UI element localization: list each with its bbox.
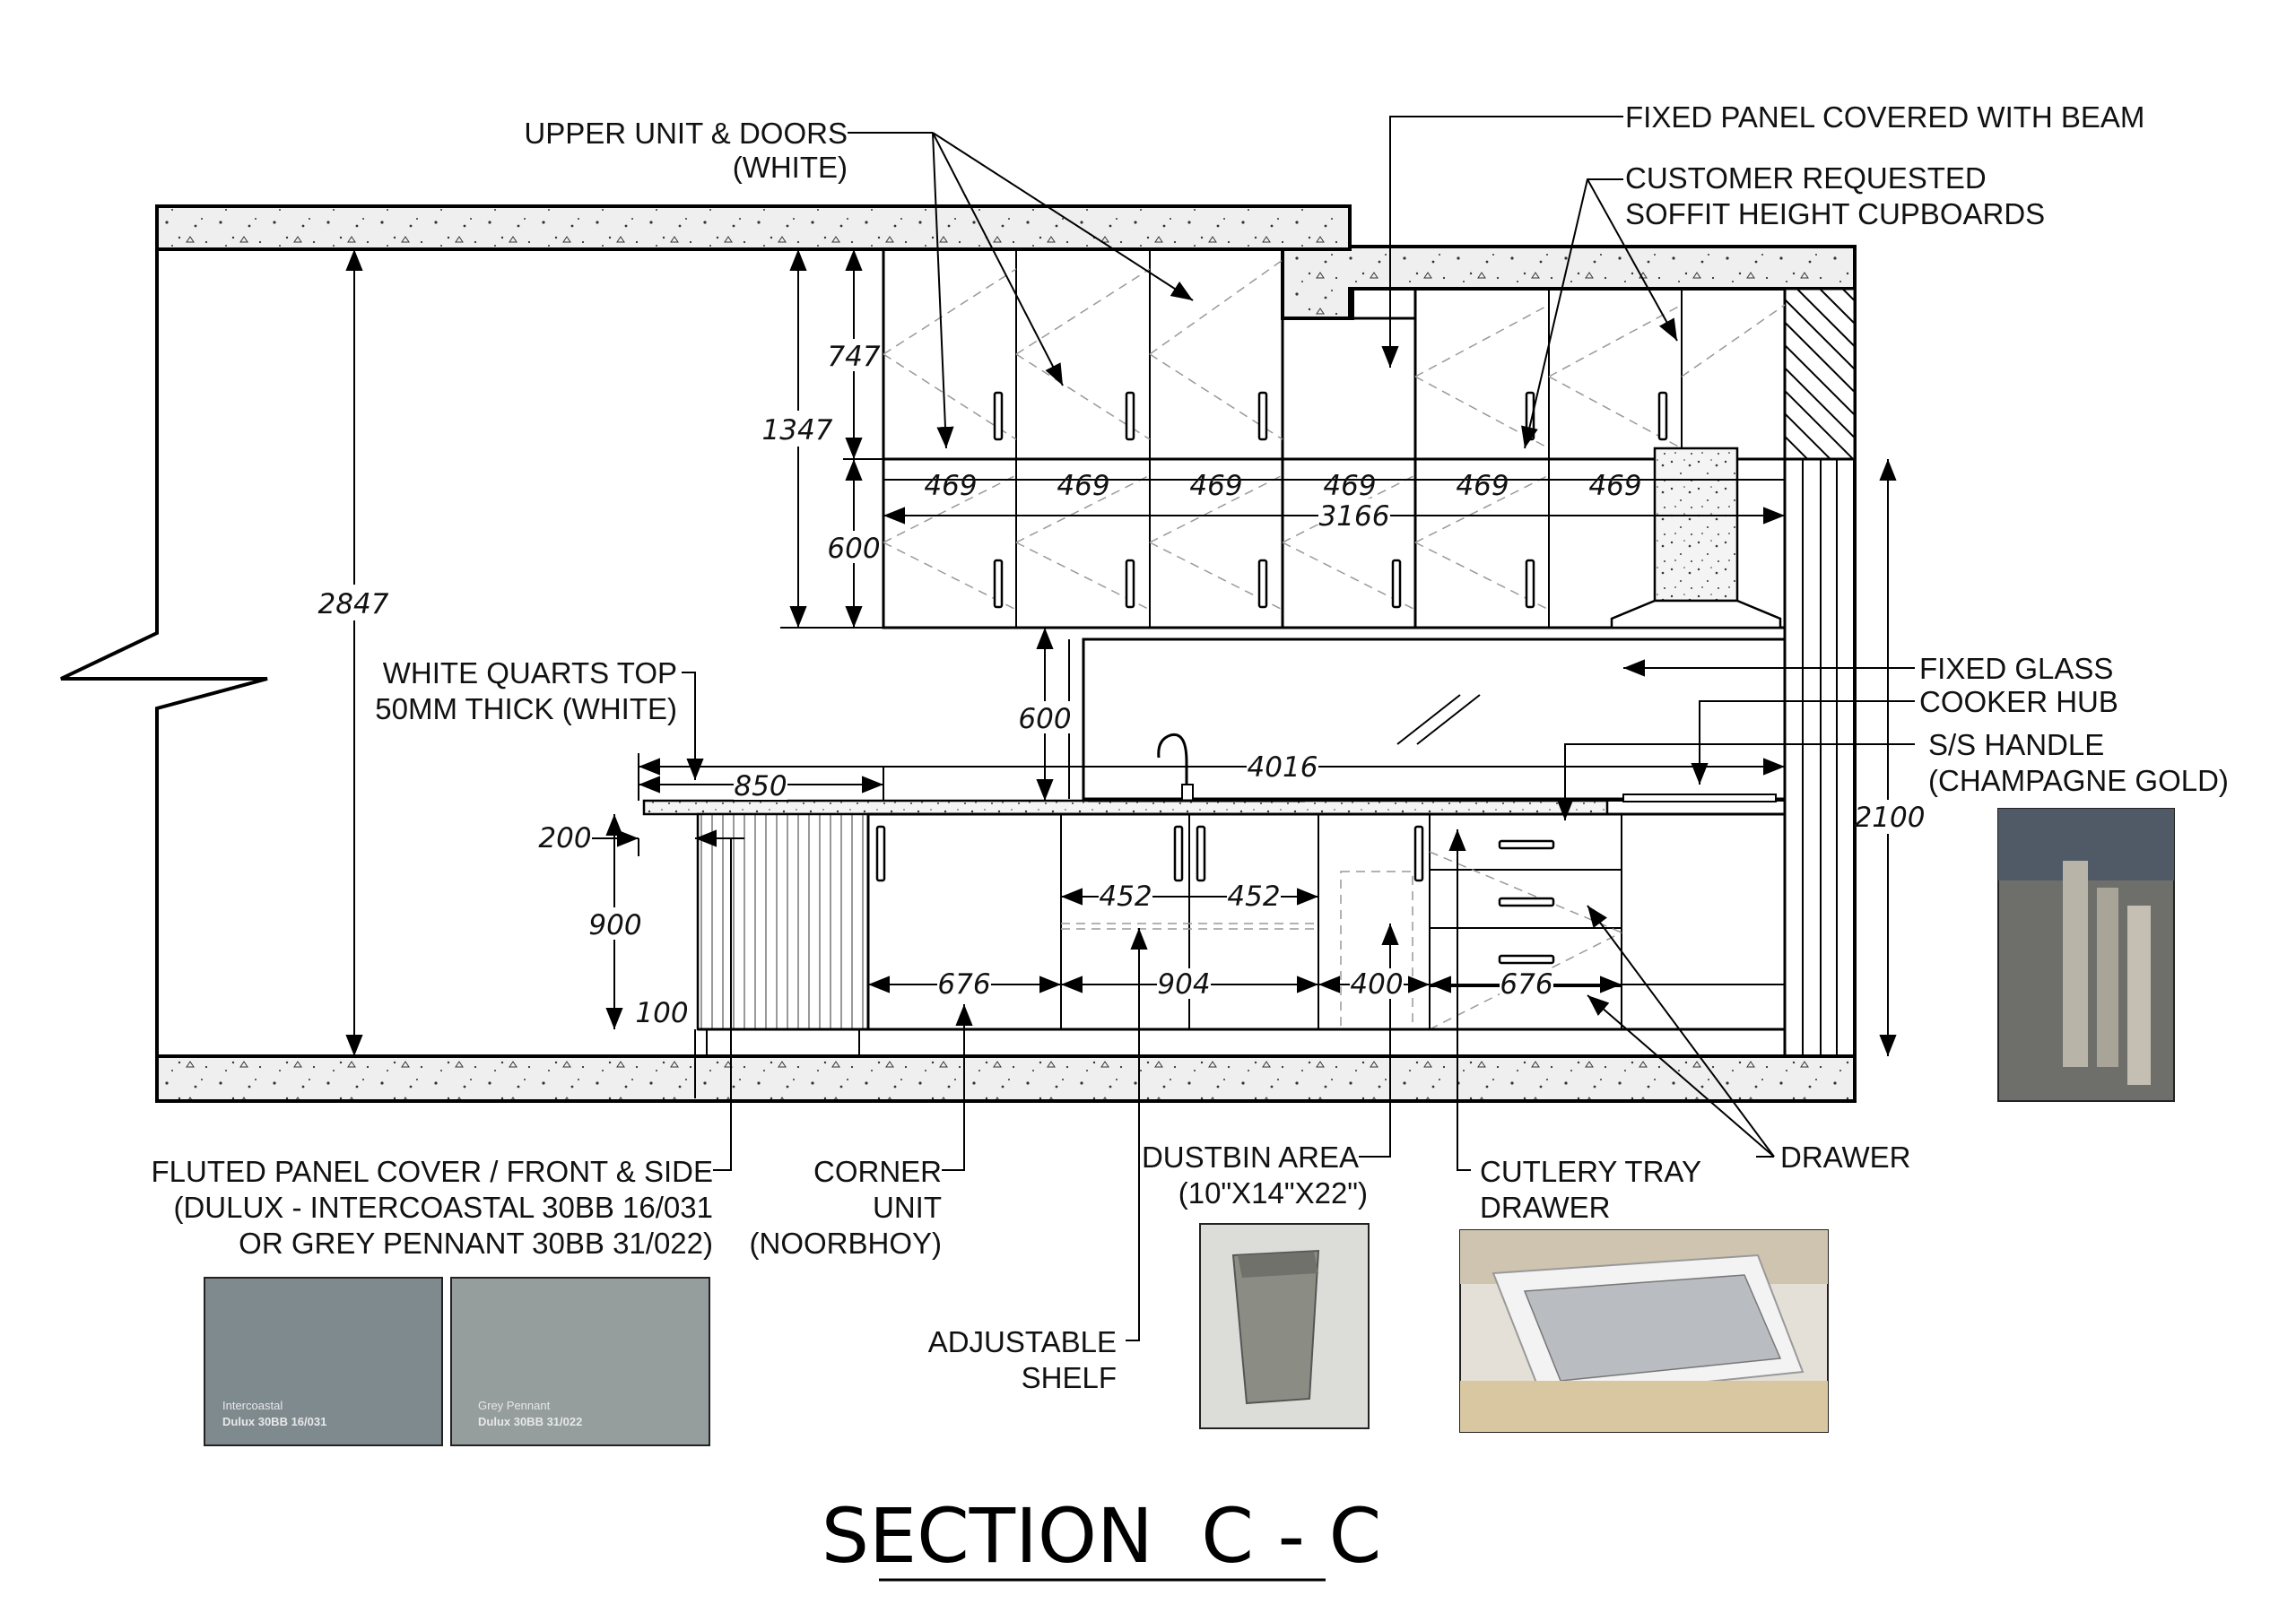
dimension-text: 2847 747 1347 600 469 469 469 469 469 46…	[318, 339, 1926, 1029]
cooker-hood	[1610, 447, 1782, 629]
label-quarts-top-2: 50MM THICK (WHITE)	[375, 692, 677, 725]
dim-base-w3: 400	[1350, 968, 1403, 1001]
swatch-grey-pennant: Grey Pennant Dulux 30BB 31/022	[450, 1277, 710, 1446]
ceiling-slab	[155, 204, 1857, 320]
dim-sink-right: 452	[1227, 880, 1280, 913]
right-wall	[1783, 287, 1857, 1101]
dim-counter-run: 4016	[1248, 751, 1318, 784]
dim-counter-left: 850	[734, 770, 787, 802]
swatch-grey-pennant-name: Grey Pennant	[478, 1399, 551, 1412]
swatch-intercoastal-name: Intercoastal	[222, 1399, 283, 1412]
dim-base-w2: 904	[1157, 968, 1210, 1001]
label-fluted-1: FLUTED PANEL COVER / FRONT & SIDE	[151, 1155, 713, 1188]
label-fixed-glass: FIXED GLASS	[1919, 652, 2113, 685]
label-ss-handle-1: S/S HANDLE	[1928, 728, 2104, 761]
label-corner-2: UNIT	[873, 1191, 942, 1224]
label-corner-3: (NOORBHOY)	[750, 1227, 943, 1260]
base-cabinets	[696, 812, 1787, 1056]
dim-upper-w5: 469	[1456, 470, 1509, 502]
dim-plinth-top: 200	[538, 822, 591, 854]
dim-upper-bottom: 600	[827, 533, 880, 565]
label-fluted-2: (DULUX - INTERCOASTAL 30BB 16/031	[173, 1191, 713, 1224]
dim-tall-height: 2100	[1855, 802, 1926, 834]
label-fluted-3: OR GREY PENNANT 30BB 31/022)	[239, 1227, 713, 1260]
label-fixed-panel: FIXED PANEL COVERED WITH BEAM	[1625, 100, 2144, 134]
section-title: SECTION C - C	[822, 1492, 1382, 1582]
swatch-grey-pennant-code: Dulux 30BB 31/022	[478, 1415, 582, 1428]
dim-upper-w3: 469	[1189, 470, 1242, 502]
label-quarts-top-1: WHITE QUARTS TOP	[383, 656, 677, 690]
dustbin-photo	[1199, 1223, 1370, 1429]
dim-upper-w2: 469	[1057, 470, 1109, 502]
label-upper-unit-color: (WHITE)	[733, 151, 848, 184]
dim-upper-w6: 469	[1588, 470, 1641, 502]
left-wall	[60, 249, 268, 1101]
dim-total-height: 2847	[318, 588, 389, 620]
cutlery-photo	[1459, 1229, 1829, 1433]
dim-upper-w4: 469	[1323, 470, 1376, 502]
upper-cabinets	[882, 247, 1787, 629]
dim-base-height: 900	[588, 909, 641, 941]
label-shelf-2: SHELF	[1022, 1361, 1117, 1394]
dim-upper-run: 3166	[1319, 500, 1390, 533]
dim-upper-top: 747	[827, 341, 880, 373]
annotation-labels: UPPER UNIT & DOORS (WHITE) FIXED PANEL C…	[151, 100, 2228, 1394]
label-soffit-1: CUSTOMER REQUESTED	[1625, 161, 1987, 195]
fixed-glass-panel	[1068, 638, 1787, 801]
dim-upper-w1: 469	[924, 470, 977, 502]
label-upper-unit: UPPER UNIT & DOORS	[524, 117, 848, 150]
label-cutlery-2: DRAWER	[1480, 1191, 1610, 1224]
dim-base-w4: 676	[1500, 968, 1552, 1001]
label-soffit-2: SOFFIT HEIGHT CUPBOARDS	[1625, 197, 2045, 230]
dim-sink-left: 452	[1099, 880, 1152, 913]
dim-backsplash: 600	[1018, 703, 1071, 735]
dim-plinth: 100	[635, 997, 688, 1029]
label-cooker-hub: COOKER HUB	[1919, 685, 2118, 718]
label-drawer: DRAWER	[1780, 1141, 1910, 1174]
leader-lines	[682, 116, 1915, 1341]
dim-base-w1: 676	[937, 968, 990, 1001]
swatch-intercoastal: Intercoastal Dulux 30BB 16/031	[204, 1277, 443, 1446]
label-shelf-1: ADJUSTABLE	[928, 1325, 1117, 1358]
label-dustbin-2: (10"X14"X22")	[1178, 1176, 1368, 1210]
label-corner-1: CORNER	[813, 1155, 942, 1188]
floor-slab	[155, 1054, 1857, 1103]
title-text: SECTION C - C	[822, 1492, 1382, 1580]
countertop	[642, 733, 1786, 816]
handle-photo	[1997, 808, 2175, 1102]
swatch-intercoastal-code: Dulux 30BB 16/031	[222, 1415, 326, 1428]
label-dustbin-1: DUSTBIN AREA	[1142, 1141, 1359, 1174]
dim-upper-total: 1347	[762, 414, 833, 447]
label-cutlery-1: CUTLERY TRAY	[1480, 1155, 1701, 1188]
label-ss-handle-2: (CHAMPAGNE GOLD)	[1928, 764, 2229, 797]
